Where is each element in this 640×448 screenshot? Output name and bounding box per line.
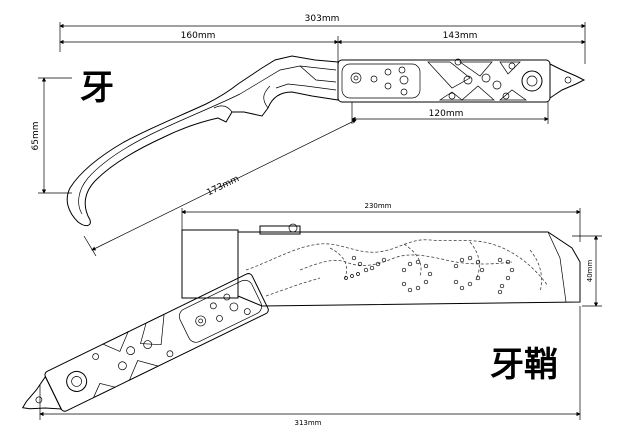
dim-overall-label: 303mm [305,14,340,24]
dim-blade-height: 65mm [31,77,72,194]
sheath-title: 牙鞘 [490,345,558,385]
sheathed-handle [21,273,269,412]
dim-diagonal-label: 173mm [205,174,241,198]
dim-grip-label: 120mm [429,109,464,119]
dim-sheath-height-label: 40mm [586,260,594,283]
knife-handle [337,58,586,103]
dim-blade-diagonal: 173mm [83,119,357,257]
fang-title: 牙 [80,68,114,108]
dim-sheathed-total: 313mm [39,306,581,427]
dim-sheath-length: 230mm [181,202,581,242]
sheath-dot-pattern [344,255,515,295]
dim-overall-length: 303mm [59,14,586,64]
dim-blade-handle: 160mm 143mm [59,31,586,62]
knife-blade [66,55,339,227]
dim-sheath-height: 40mm [572,235,602,307]
dim-sheathed-total-label: 313mm [295,419,322,427]
dim-sheath-label: 230mm [365,202,392,210]
dim-grip-length: 120mm [351,102,549,124]
dim-blade-label: 160mm [181,31,216,41]
dim-handle-label: 143mm [443,31,478,41]
sheath [181,223,581,307]
dim-height-label: 65mm [31,122,41,151]
